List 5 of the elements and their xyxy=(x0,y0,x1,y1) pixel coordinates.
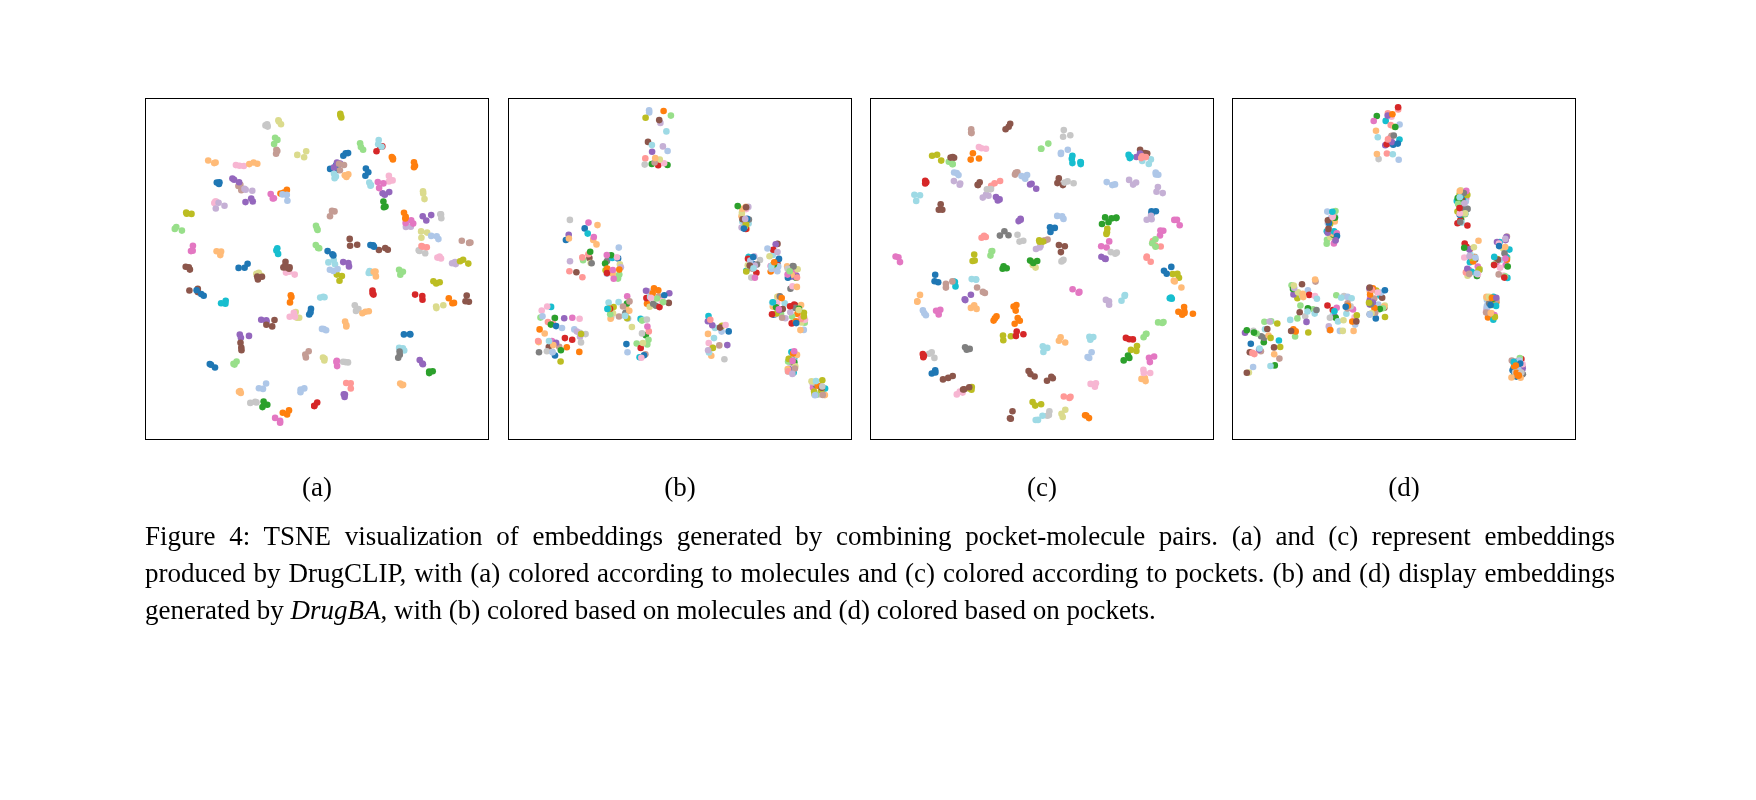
subfigure-label: (d) xyxy=(1387,472,1421,503)
subfigure-label: (c) xyxy=(1026,472,1058,503)
subfigure-label: (b) xyxy=(663,472,697,503)
figure-caption: Figure 4: TSNE visualization of embeddings generated by combining pocket-molecule pairs. (a) and (c) represent embeddings produced by DrugCLIP, with (a) colored according to molecules and (c) colored according to pockets. (b) and (d) display embeddings generated by DrugBA, with (b) colored based on molecules and (d) colored based on pockets. xyxy=(145,520,1615,627)
subfigure-label: (a) xyxy=(301,472,333,503)
